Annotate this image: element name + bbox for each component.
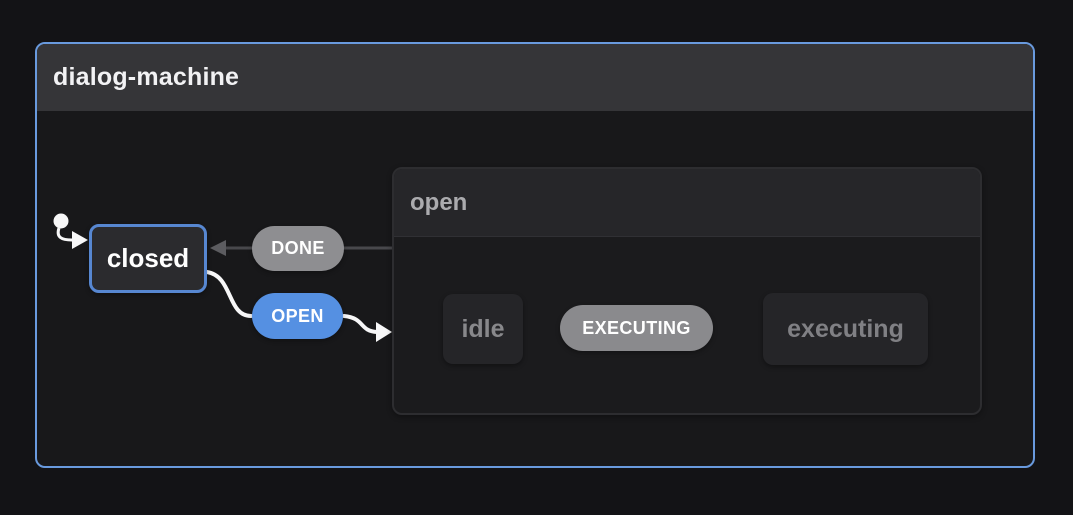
state-open-header[interactable]: open: [394, 169, 980, 237]
state-open-label: open: [410, 188, 468, 216]
state-node-closed[interactable]: closed: [89, 224, 207, 293]
state-executing-label: executing: [787, 314, 904, 343]
state-node-idle[interactable]: idle: [443, 294, 523, 364]
event-pill-done[interactable]: DONE: [252, 226, 344, 271]
event-pill-executing[interactable]: EXECUTING: [560, 305, 713, 351]
event-executing-label: EXECUTING: [582, 317, 691, 338]
machine-title: dialog-machine: [53, 63, 240, 91]
event-open-label: OPEN: [271, 305, 324, 326]
machine-header[interactable]: dialog-machine: [37, 44, 1033, 111]
state-node-executing[interactable]: executing: [763, 293, 928, 365]
event-pill-open[interactable]: OPEN: [252, 293, 343, 339]
state-node-open[interactable]: open: [392, 167, 982, 415]
state-idle-label: idle: [461, 314, 505, 343]
event-done-label: DONE: [271, 238, 325, 258]
state-closed-label: closed: [106, 243, 190, 273]
